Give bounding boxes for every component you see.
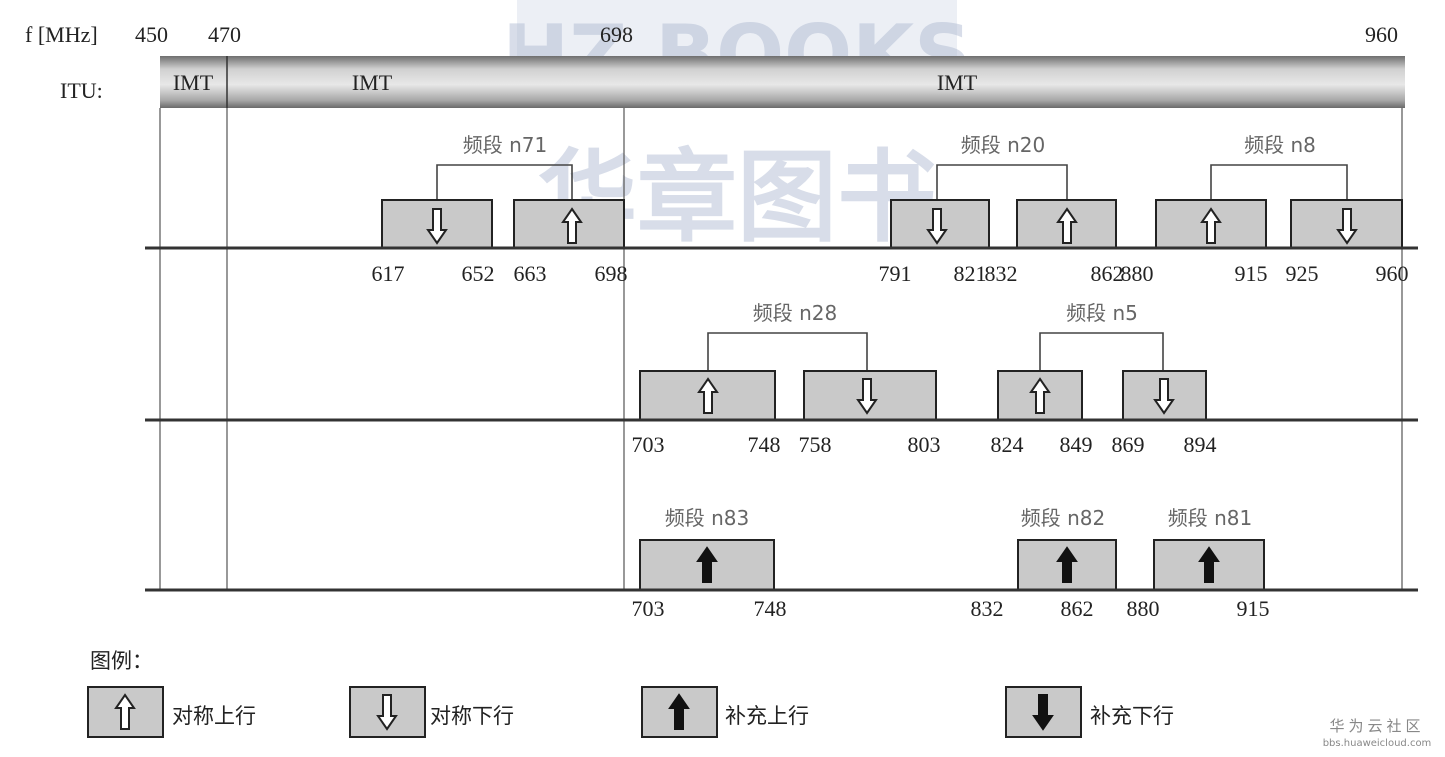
freq-label: 703 <box>632 432 665 457</box>
freq-label: 791 <box>879 261 912 286</box>
row-3: 频段 n83 频段 n82 频段 n81 703 748 832 862 880… <box>145 506 1418 621</box>
itu-segment-imt-3: IMT <box>937 70 978 95</box>
itu-segment-imt-2: IMT <box>352 70 393 95</box>
tick-698: 698 <box>600 22 633 47</box>
itu-bar <box>160 56 1405 108</box>
band-label-n71: 频段 n71 <box>463 133 547 157</box>
itu-label: ITU: <box>60 78 103 103</box>
legend-label-supplementary-up: 补充上行 <box>725 704 809 728</box>
freq-label: 703 <box>632 596 665 621</box>
bracket-n20 <box>936 164 1068 200</box>
bracket-n28 <box>707 332 868 371</box>
freq-label: 652 <box>462 261 495 286</box>
bracket-n5 <box>1039 332 1164 371</box>
freq-label: 821 <box>954 261 987 286</box>
site-watermark-url: bbs.huaweicloud.com <box>1323 738 1432 749</box>
legend-title: 图例： <box>90 649 153 673</box>
row-1: 频段 n71 频段 n20 频段 n8 617 652 663 698 791 … <box>145 133 1418 286</box>
band-label-n5: 频段 n5 <box>1066 301 1138 325</box>
freq-label: 803 <box>908 432 941 457</box>
freq-label: 832 <box>985 261 1018 286</box>
tick-450: 450 <box>135 22 168 47</box>
freq-label: 925 <box>1286 261 1319 286</box>
legend-label-symmetric-up: 对称上行 <box>172 704 256 728</box>
freq-label: 880 <box>1121 261 1154 286</box>
freq-label: 915 <box>1235 261 1268 286</box>
tick-960: 960 <box>1365 22 1398 47</box>
freq-label: 849 <box>1060 432 1093 457</box>
band-label-n20: 频段 n20 <box>961 133 1045 157</box>
freq-label: 869 <box>1112 432 1145 457</box>
itu-segment-imt-1: IMT <box>173 70 214 95</box>
freq-label: 758 <box>799 432 832 457</box>
legend-label-symmetric-down: 对称下行 <box>430 704 514 728</box>
bracket-n8 <box>1210 164 1348 200</box>
freq-label: 915 <box>1237 596 1270 621</box>
freq-label: 880 <box>1127 596 1160 621</box>
unit-label: f [MHz] <box>25 22 98 47</box>
tick-470: 470 <box>208 22 241 47</box>
band-label-n82: 频段 n82 <box>1021 506 1105 530</box>
freq-label: 748 <box>748 432 781 457</box>
freq-label: 617 <box>372 261 405 286</box>
legend-label-supplementary-down: 补充下行 <box>1090 704 1174 728</box>
freq-label: 862 <box>1091 261 1124 286</box>
freq-label: 748 <box>754 596 787 621</box>
freq-label: 960 <box>1376 261 1409 286</box>
band-label-n8: 频段 n8 <box>1244 133 1316 157</box>
freq-label: 894 <box>1184 432 1217 457</box>
freq-label: 832 <box>971 596 1004 621</box>
freq-label: 824 <box>991 432 1024 457</box>
freq-label: 698 <box>595 261 628 286</box>
band-label-n81: 频段 n81 <box>1168 506 1252 530</box>
bracket-n71 <box>436 164 573 200</box>
site-watermark-cn: 华为云社区 <box>1329 717 1424 735</box>
legend: 图例： 对称上行 对称下行 补充上行 补充下行 <box>87 649 1174 738</box>
freq-label: 663 <box>514 261 547 286</box>
band-label-n83: 频段 n83 <box>665 506 749 530</box>
band-label-n28: 频段 n28 <box>753 301 837 325</box>
freq-label: 862 <box>1061 596 1094 621</box>
row-2: 频段 n28 频段 n5 703 748 758 803 824 849 869… <box>145 301 1418 457</box>
